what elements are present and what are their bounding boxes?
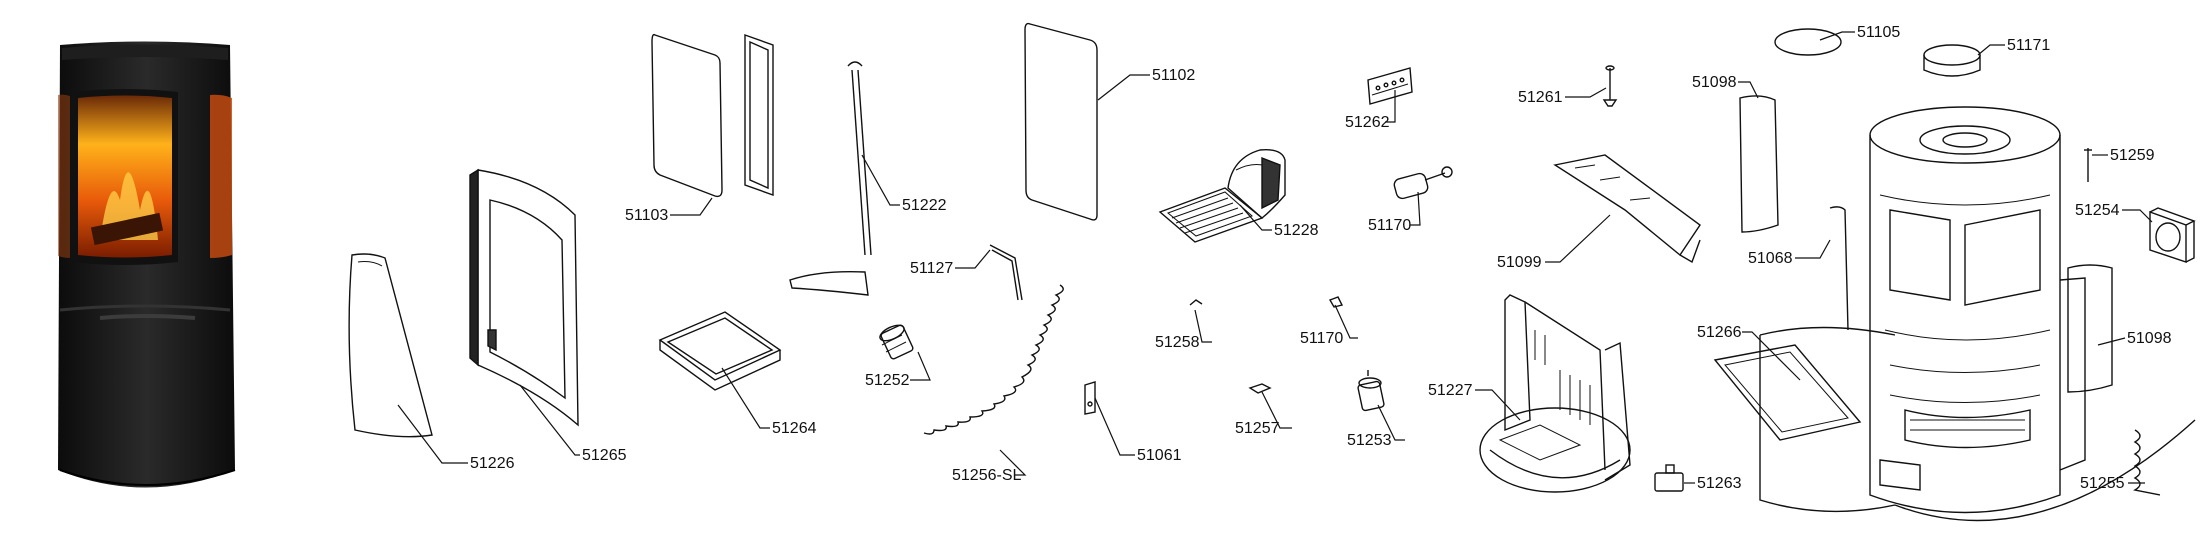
label-51265: 51265 bbox=[582, 447, 627, 464]
label-51228: 51228 bbox=[1274, 222, 1319, 239]
label-51222: 51222 bbox=[902, 197, 947, 214]
label-51103: 51103 bbox=[625, 207, 669, 224]
label-51102: 51102 bbox=[1152, 67, 1196, 84]
label-51263: 51263 bbox=[1697, 475, 1742, 492]
label-51258: 51258 bbox=[1155, 334, 1200, 351]
label-51227: 51227 bbox=[1428, 382, 1473, 399]
label-51226: 51226 bbox=[470, 455, 515, 472]
label-51171: 51171 bbox=[2007, 37, 2051, 54]
label-51264: 51264 bbox=[772, 420, 817, 437]
leader-lines bbox=[397, 31, 2153, 484]
label-51256-sl: 51256-SL bbox=[952, 467, 1022, 484]
label-51061: 51061 bbox=[1137, 447, 1182, 464]
label-51068: 51068 bbox=[1748, 250, 1793, 267]
label-51099: 51099 bbox=[1497, 254, 1542, 271]
label-51262: 51262 bbox=[1345, 114, 1390, 131]
part-drawings bbox=[348, 22, 2196, 522]
label-51170: 51170 bbox=[1368, 217, 1412, 234]
label-51253: 51253 bbox=[1347, 432, 1392, 449]
label-51127: 51127 bbox=[910, 260, 954, 277]
label-51252: 51252 bbox=[865, 372, 910, 389]
label-51255: 51255 bbox=[2080, 475, 2125, 492]
stove-photo bbox=[58, 41, 236, 488]
label-51259: 51259 bbox=[2110, 147, 2155, 164]
label-51261: 51261 bbox=[1518, 89, 1563, 106]
label-51266: 51266 bbox=[1697, 324, 1742, 341]
label-51260: 51170 bbox=[1300, 330, 1344, 347]
label-51098-left: 51098 bbox=[1692, 74, 1737, 91]
label-51105: 51105 bbox=[1857, 24, 1901, 41]
label-51257: 51257 bbox=[1235, 420, 1280, 437]
label-51098-right: 51098 bbox=[2127, 330, 2172, 347]
label-51254: 51254 bbox=[2075, 202, 2120, 219]
